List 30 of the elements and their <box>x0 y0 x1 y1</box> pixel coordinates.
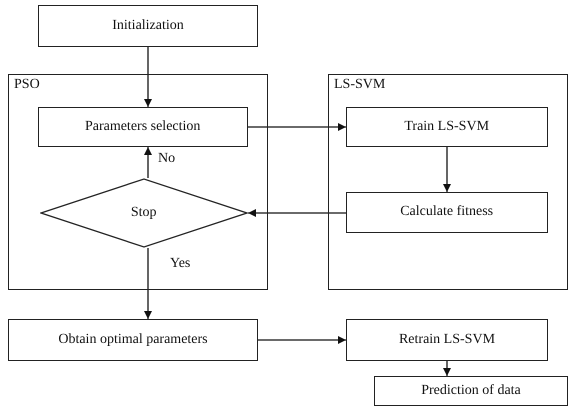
decision-diamond <box>40 178 248 248</box>
process-box <box>346 192 548 233</box>
box-label: Retrain LS-SVM <box>398 332 496 348</box>
box-label: Initialization <box>111 18 185 34</box>
arrow <box>258 336 346 344</box>
process-box <box>38 106 248 147</box>
arrow <box>443 361 451 376</box>
box-label: Calculate fitness <box>399 204 494 220</box>
arrow <box>248 209 346 217</box>
group-container <box>8 74 268 290</box>
arrow <box>144 147 152 178</box>
group-title: LS-SVM <box>334 77 386 93</box>
box-label: Prediction of data <box>420 383 522 399</box>
group-title: PSO <box>14 77 40 93</box>
box-label: Train LS-SVM <box>403 118 490 135</box>
box-label: Obtain optimal parameters <box>57 332 209 348</box>
edge-label: Yes <box>168 256 192 270</box>
edge-label: No <box>156 150 178 166</box>
process-box <box>38 5 258 47</box>
process-box <box>374 376 568 406</box>
box-label: Parameters selection <box>84 118 202 135</box>
arrow <box>144 47 152 107</box>
box-label: Stop <box>130 204 158 221</box>
arrow <box>248 123 346 131</box>
arrow <box>443 147 451 192</box>
process-box <box>346 319 548 361</box>
process-box <box>346 106 548 147</box>
process-box <box>8 319 258 361</box>
arrow <box>144 248 152 319</box>
group-container <box>328 74 568 290</box>
